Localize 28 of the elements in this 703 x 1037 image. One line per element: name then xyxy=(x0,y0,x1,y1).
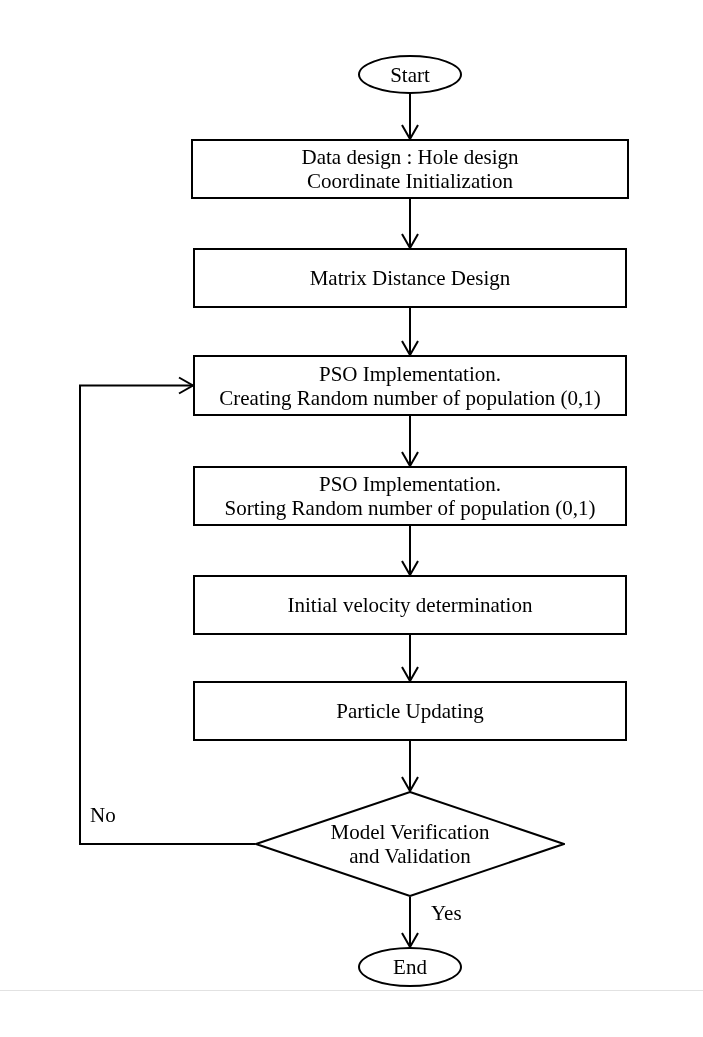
step-text: End xyxy=(393,955,427,979)
step-text: Model Verification and Validation xyxy=(329,820,491,868)
process-box xyxy=(193,575,627,635)
flow-arrow xyxy=(401,634,419,682)
step-text: Sorting Random number of population (0,1) xyxy=(224,496,596,520)
process-box xyxy=(193,681,627,741)
flow-arrow xyxy=(401,198,419,249)
flow-arrow xyxy=(401,525,419,576)
step-text: Data design : Hole design xyxy=(301,145,519,169)
step-text: Initial velocity determination xyxy=(287,593,533,617)
process-box xyxy=(191,139,629,199)
step-text: Matrix Distance Design xyxy=(309,266,511,290)
step-text: PSO Implementation. xyxy=(319,472,501,496)
flow-arrow xyxy=(401,896,419,948)
flow-arrow xyxy=(79,376,256,845)
process-box xyxy=(193,248,627,308)
decision-diamond xyxy=(255,791,565,897)
step-text: PSO Implementation. xyxy=(319,361,501,386)
step-text: Creating Random number of population (0,1) xyxy=(219,385,601,410)
step-text: Start xyxy=(390,62,430,87)
process-box xyxy=(193,355,627,416)
flow-arrow xyxy=(401,307,419,356)
process-box xyxy=(193,466,627,526)
flow-arrow xyxy=(401,415,419,467)
flow-arrow xyxy=(401,93,419,140)
step-text: Particle Updating xyxy=(336,699,484,723)
step-text: Coordinate Initialization xyxy=(307,169,513,193)
flow-arrow xyxy=(401,740,419,792)
